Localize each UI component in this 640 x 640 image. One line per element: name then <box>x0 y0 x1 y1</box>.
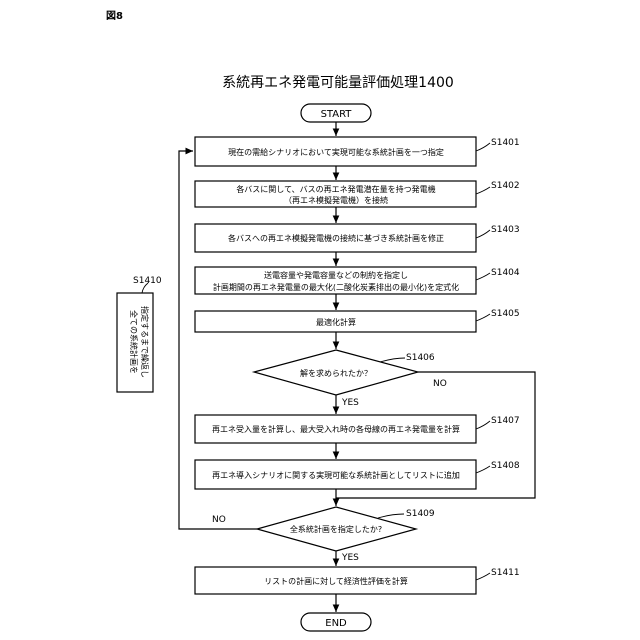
s1401-label: S1401 <box>491 138 520 148</box>
s1403-label: S1403 <box>491 225 520 235</box>
s1406-text: 解を求められたか？ <box>300 368 372 378</box>
step-s1401: 現在の需給シナリオにおいて実現可能な系統計画を一つ指定 S1401 <box>195 137 520 166</box>
s1405-text: 最適化計算 <box>316 317 356 327</box>
s1402-label: S1402 <box>491 181 520 191</box>
diagram-title: 系統再エネ発電可能量評価処理1400 <box>222 75 454 91</box>
decision-s1406: 解を求められたか？ S1406 NO YES <box>254 350 447 408</box>
s1402-text-line2: （再エネ模擬発電機）を接続 <box>284 195 388 205</box>
end-terminal: END <box>301 613 371 631</box>
note-s1410: 全ての系統計画を 指定するまで繰返し S1410 <box>117 276 162 392</box>
step-s1405: 最適化計算 S1405 <box>195 309 520 332</box>
s1409-no-label: NO <box>212 515 226 525</box>
step-s1411: リストの計画に対して経済性評価を計算 S1411 <box>195 567 520 594</box>
s1408-text: 再エネ導入シナリオに関する実現可能な系統計画としてリストに追加 <box>212 470 460 480</box>
s1406-label: S1406 <box>406 353 435 363</box>
s1409-text: 全系統計画を指定したか? <box>290 524 382 534</box>
decision-s1409: 全系統計画を指定したか? S1409 NO YES <box>212 507 435 563</box>
s1405-label: S1405 <box>491 309 520 319</box>
step-s1407: 再エネ受入量を計算し、最大受入れ時の各母線の再エネ発電量を計算 S1407 <box>195 415 520 443</box>
s1409-label: S1409 <box>406 509 435 519</box>
s1401-text: 現在の需給シナリオにおいて実現可能な系統計画を一つ指定 <box>228 147 444 157</box>
figure-label: 図8 <box>106 10 123 22</box>
s1407-label: S1407 <box>491 416 520 426</box>
s1407-text: 再エネ受入量を計算し、最大受入れ時の各母線の再エネ発電量を計算 <box>212 424 460 434</box>
step-s1403: 各バスへの再エネ模擬発電機の接続に基づき系統計画を修正 S1403 <box>195 224 520 252</box>
end-label: END <box>325 618 347 629</box>
s1408-label: S1408 <box>491 461 520 471</box>
s1410-label: S1410 <box>133 276 162 286</box>
s1404-text-line2: 計画期間の再エネ発電量の最大化(二酸化炭素排出の最小化)を定式化 <box>213 282 459 292</box>
step-s1408: 再エネ導入シナリオに関する実現可能な系統計画としてリストに追加 S1408 <box>195 460 520 489</box>
s1409-yes-label: YES <box>341 553 359 563</box>
start-terminal: START <box>301 104 371 122</box>
step-s1402: 各バスに関して、バスの再エネ発電潜在量を持つ発電機 （再エネ模擬発電機）を接続 … <box>195 181 520 207</box>
s1406-yes-label: YES <box>341 398 359 408</box>
s1410-text-line1: 全ての系統計画を <box>129 310 139 374</box>
step-s1404: 送電容量や発電容量などの制約を指定し 計画期間の再エネ発電量の最大化(二酸化炭素… <box>195 267 520 294</box>
s1411-text: リストの計画に対して経済性評価を計算 <box>264 576 408 586</box>
s1403-text: 各バスへの再エネ模擬発電機の接続に基づき系統計画を修正 <box>228 233 444 243</box>
s1404-text-line1: 送電容量や発電容量などの制約を指定し <box>264 270 408 280</box>
start-label: START <box>321 109 353 120</box>
s1404-label: S1404 <box>491 268 520 278</box>
s1402-text-line1: 各バスに関して、バスの再エネ発電潜在量を持つ発電機 <box>236 184 435 194</box>
s1406-no-label: NO <box>433 379 447 389</box>
s1410-text-line2: 指定するまで繰返し <box>140 306 150 378</box>
s1411-label: S1411 <box>491 568 520 578</box>
